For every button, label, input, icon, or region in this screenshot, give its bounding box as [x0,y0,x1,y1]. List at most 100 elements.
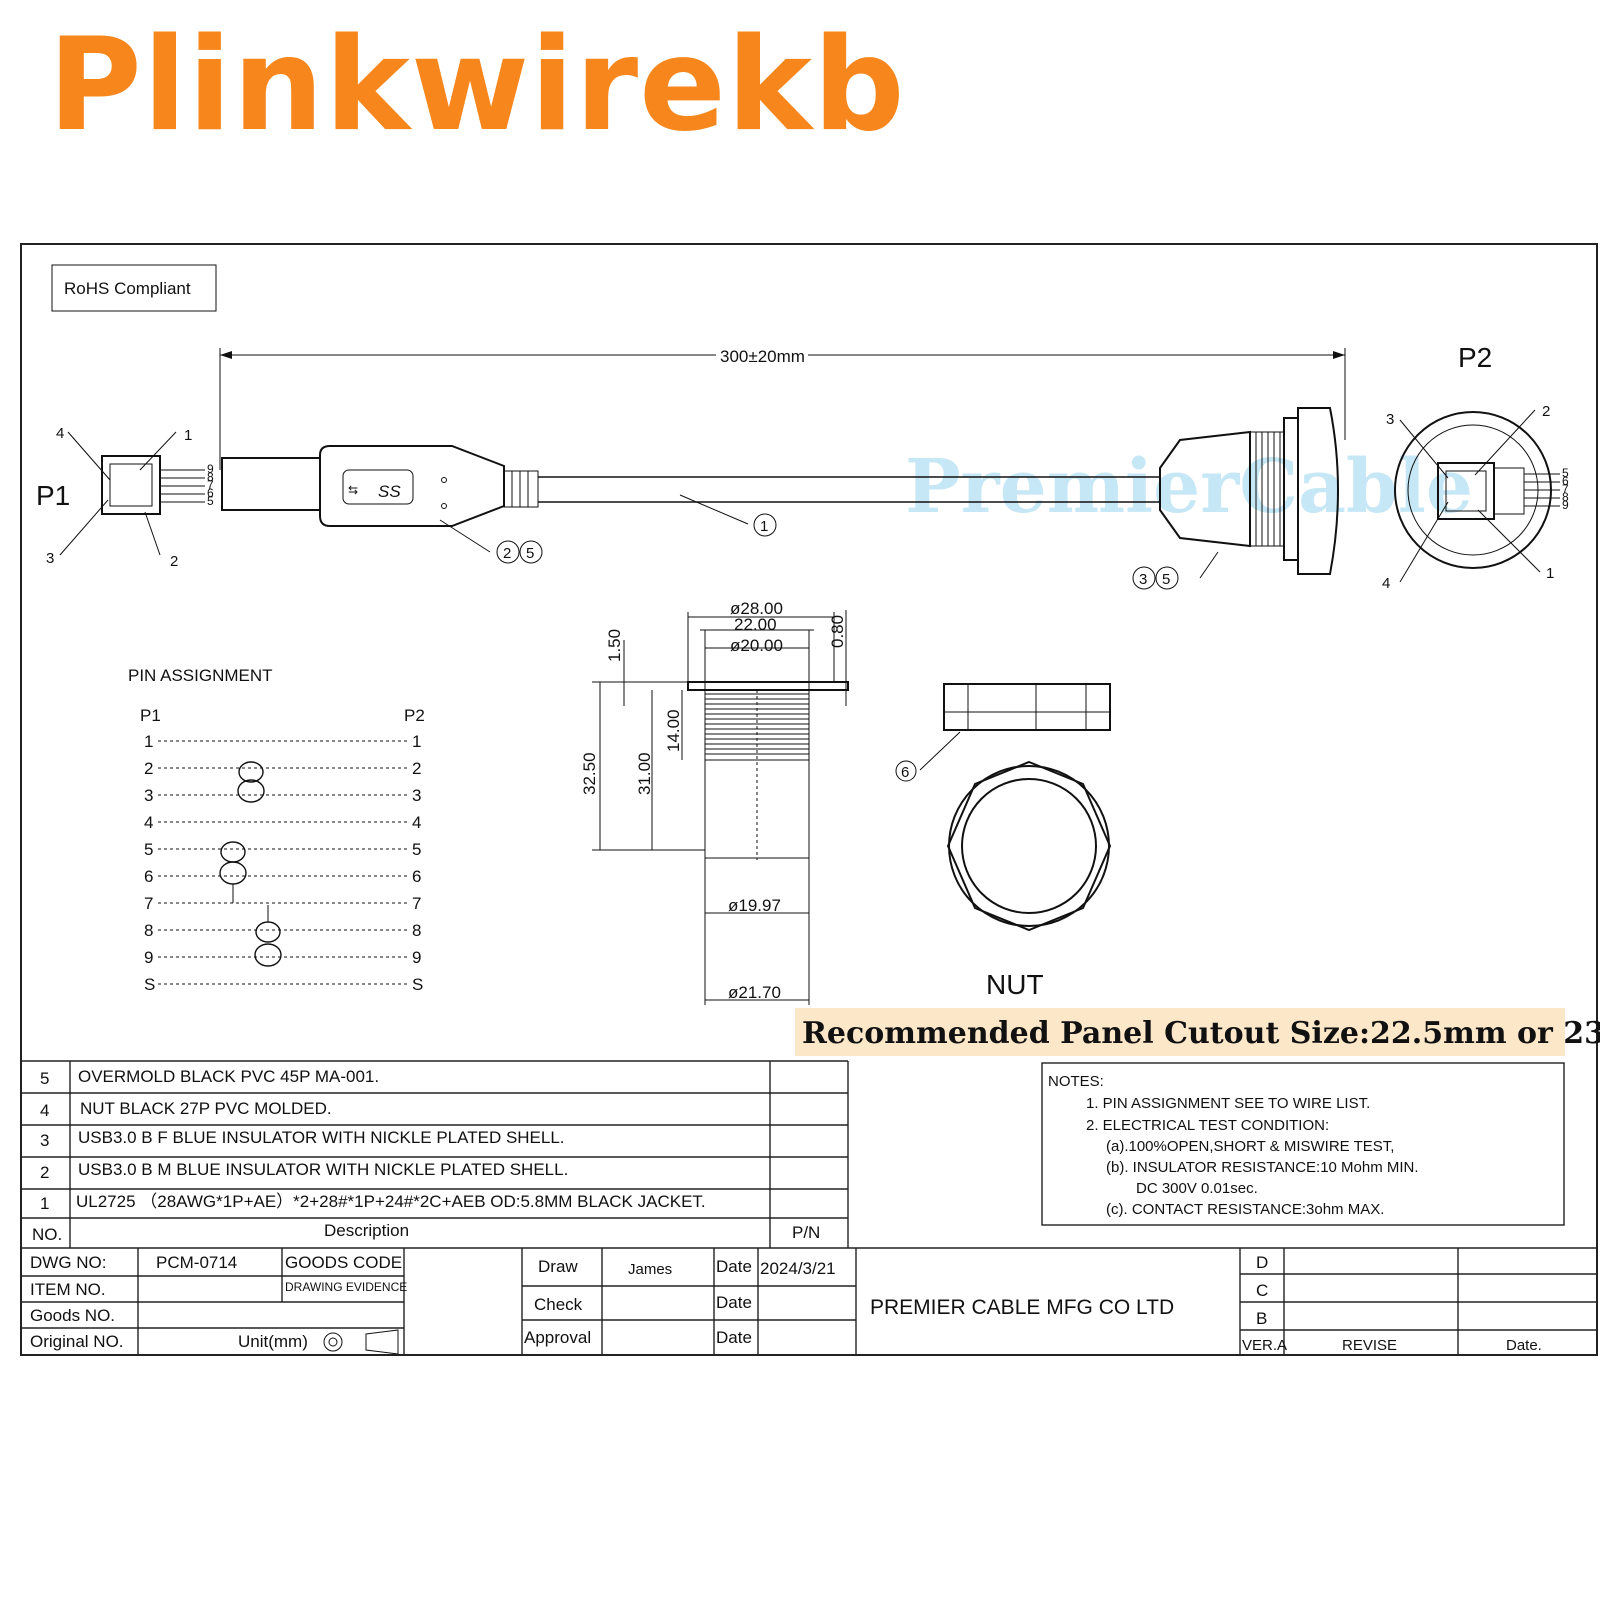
dim-d19-97: ø19.97 [728,896,781,915]
bom-desc: USB3.0 B M BLUE INSULATOR WITH NICKLE PL… [78,1160,568,1179]
pin-left-label: 1 [144,732,153,751]
p1-connector-face [101,455,161,515]
callout-2 [496,540,520,564]
p2-side-pin: 7 [1562,482,1569,496]
pin-left-label: 3 [144,786,153,805]
pin-left-label: S [144,975,155,994]
rev-b: B [1256,1309,1267,1328]
p2-side-pin: 6 [1562,474,1569,488]
p2-pin-label: 3 [1386,411,1394,428]
svg-text:3: 3 [1139,571,1147,588]
notes-title: NOTES: [1048,1073,1104,1090]
pin-right-label: 9 [412,948,421,967]
p2-pin-label: 1 [1546,565,1554,582]
notes-line: (b). INSULATOR RESISTANCE:10 Mohm MIN. [1106,1159,1419,1176]
pin-assignment-title: PIN ASSIGNMENT [128,666,273,685]
bom-no: 5 [40,1069,49,1088]
pin-header-p1: P1 [140,706,161,725]
p1-label: P1 [36,480,70,511]
dim-14-00: 14.00 [664,709,683,752]
p2-side-pin: 8 [1562,490,1569,504]
drawing-evidence: DRAWING EVIDENCE [285,1280,407,1294]
drawing-sheet [20,243,1598,1356]
usb-b-plug-tip [221,457,321,511]
panel-mount-flange [1297,407,1339,575]
cutout-note-box [795,1008,1565,1056]
pin-right-label: 2 [412,759,421,778]
p2-pin-label: 4 [1382,575,1390,592]
dwg-no: PCM-0714 [156,1253,237,1272]
p2-side-pin: 9 [1562,498,1569,512]
dim-d28: ø28.00 [730,599,783,618]
bom-desc: USB3.0 B F BLUE INSULATOR WITH NICKLE PL… [78,1128,565,1147]
notes-line: DC 300V 0.01sec. [1136,1180,1258,1197]
svg-text:6: 6 [901,764,909,781]
revise-label: REVISE [1342,1337,1397,1354]
dwg-no-label: DWG NO: [30,1253,107,1272]
rev-d: D [1256,1253,1268,1272]
callout-5 [519,540,543,564]
date-label: Date [716,1328,752,1347]
company-name: PREMIER CABLE MFG CO LTD [870,1296,1174,1319]
unit-label: Unit(mm) [238,1332,308,1351]
rev-date-label: Date. [1506,1337,1542,1354]
rohs-label: RoHS Compliant [64,279,191,298]
goods-code-label: GOODS CODE [285,1253,402,1272]
goods-no-label: Goods NO. [30,1306,115,1325]
svg-text:5: 5 [526,545,534,562]
rohs-box [51,264,217,312]
pin-right-label: 5 [412,840,421,859]
item-no-label: ITEM NO. [30,1280,106,1299]
p1-side-pin: 8 [207,470,214,484]
nut-label: NUT [986,969,1044,1000]
callout-3 [1132,566,1156,590]
watermark: PremierCable [905,444,1473,530]
bom-no: 2 [40,1163,49,1182]
dim-1-50: 1.50 [605,629,624,662]
p1-pin-label: 3 [46,550,54,567]
bom-desc: NUT BLACK 27P PVC MOLDED. [80,1099,332,1118]
notes-box [1041,1062,1565,1226]
pin-left-label: 5 [144,840,153,859]
pin-right-label: 6 [412,867,421,886]
bom-no: 4 [40,1101,49,1120]
pin-left-label: 6 [144,867,153,886]
bom-header-no: NO. [32,1225,62,1244]
bom-desc: OVERMOLD BLACK PVC 45P MA-001. [78,1067,379,1086]
ver-label: VER.A [1242,1337,1287,1354]
pin-right-label: 7 [412,894,421,913]
p1-side-pin: 9 [207,462,214,476]
bom-no: 3 [40,1131,49,1150]
notes-line: (c). CONTACT RESISTANCE:3ohm MAX. [1106,1201,1384,1218]
pin-right-label: S [412,975,423,994]
p2-label: P2 [1458,342,1492,373]
callout-1 [753,513,777,537]
p1-pin-label: 4 [56,425,64,442]
pin-right-label: 8 [412,921,421,940]
rev-c: C [1256,1281,1268,1300]
pin-left-label: 8 [144,921,153,940]
draw-date: 2024/3/21 [760,1259,836,1278]
p2-pin-label: 2 [1542,403,1550,420]
drawer-name: James [628,1261,672,1278]
bom-header-pn: P/N [792,1223,820,1242]
bom-header-desc: Description [324,1221,409,1240]
p1-side-pin: 6 [207,486,214,500]
pin-right-label: 3 [412,786,421,805]
dim-32-50: 32.50 [580,752,599,795]
pin-header-p2: P2 [404,706,425,725]
usb-ss-logo [342,469,414,505]
p1-pin-label: 1 [184,427,192,444]
notes-line: 1. PIN ASSIGNMENT SEE TO WIRE LIST. [1086,1095,1370,1112]
callout-6 [895,760,917,782]
dim-22: 22.00 [734,615,777,634]
nut-side-view [943,683,1111,731]
p1-side-pin: 5 [207,494,214,508]
pin-right-label: 1 [412,732,421,751]
bom-table [20,1060,1598,1249]
dim-d21-70: ø21.70 [728,983,781,1002]
callout-5b [1155,566,1179,590]
svg-text:1: 1 [760,518,768,535]
